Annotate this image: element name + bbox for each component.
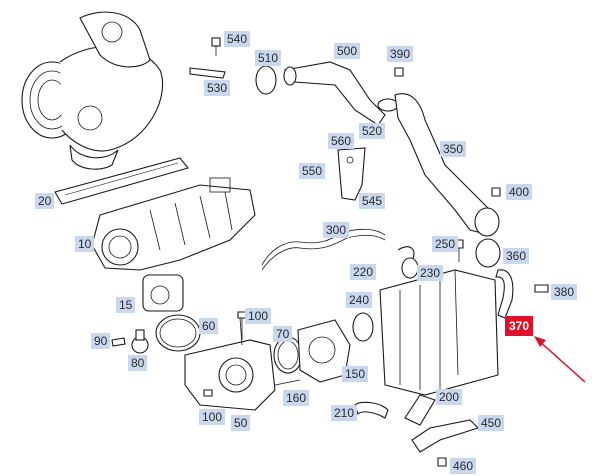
callout-50[interactable]: 50	[231, 415, 251, 431]
callout-545[interactable]: 545	[359, 193, 386, 209]
callout-450[interactable]: 450	[478, 415, 505, 431]
callout-230[interactable]: 230	[417, 265, 444, 281]
callout-250[interactable]: 250	[432, 236, 459, 252]
highlight-arrow	[534, 336, 586, 383]
bracket-545	[337, 147, 366, 201]
egr-valve-15	[142, 274, 184, 312]
callout-390[interactable]: 390	[387, 46, 414, 62]
bolt-400	[491, 187, 501, 197]
callout-100-top[interactable]: 100	[245, 308, 272, 324]
callout-210[interactable]: 210	[331, 405, 358, 421]
callout-530[interactable]: 530	[204, 80, 231, 96]
callout-200[interactable]: 200	[436, 389, 463, 405]
pipe-500	[283, 61, 386, 126]
gasket-70	[273, 336, 303, 374]
hose-300	[261, 228, 386, 271]
gasket-360	[475, 238, 501, 268]
gasket-520	[377, 98, 399, 112]
gasket-240	[352, 312, 374, 342]
callout-380[interactable]: 380	[551, 284, 578, 300]
callout-560[interactable]: 560	[328, 133, 355, 149]
callout-510[interactable]: 510	[255, 50, 282, 66]
bolt-100-bottom	[203, 389, 213, 397]
callout-520[interactable]: 520	[359, 123, 386, 139]
callout-500[interactable]: 500	[334, 43, 361, 59]
bracket-450	[411, 419, 480, 453]
callout-150[interactable]: 150	[342, 366, 369, 382]
pipe-370	[495, 269, 514, 319]
callout-400[interactable]: 400	[506, 184, 533, 200]
bolt-460	[437, 457, 447, 467]
callout-300[interactable]: 300	[323, 222, 350, 238]
bolt-540	[211, 37, 221, 56]
gasket-60	[155, 314, 201, 352]
sensor-80	[131, 329, 149, 354]
callout-15[interactable]: 15	[116, 297, 136, 313]
callout-460[interactable]: 460	[450, 458, 477, 474]
callout-60[interactable]: 60	[199, 318, 219, 334]
callout-160[interactable]: 160	[283, 390, 310, 406]
turbocharger	[21, 11, 164, 170]
pipe-350	[394, 93, 500, 237]
clamp-210	[354, 401, 389, 419]
bracket-530	[189, 67, 226, 79]
bolt-160	[274, 379, 301, 386]
callout-70[interactable]: 70	[273, 326, 293, 342]
callout-80[interactable]: 80	[128, 355, 148, 371]
callout-540[interactable]: 540	[224, 31, 251, 47]
callout-350[interactable]: 350	[440, 141, 467, 157]
clamp-230	[401, 257, 419, 279]
callout-240[interactable]: 240	[346, 292, 373, 308]
callout-370-highlighted[interactable]: 370	[505, 316, 534, 336]
callout-20[interactable]: 20	[35, 193, 55, 209]
clamp-220	[397, 246, 415, 261]
callout-10[interactable]: 10	[75, 236, 95, 252]
callout-550[interactable]: 550	[299, 163, 326, 179]
callout-220[interactable]: 220	[350, 264, 377, 280]
bolt-380	[534, 284, 549, 293]
bolt-90	[111, 337, 126, 347]
callout-360[interactable]: 360	[503, 248, 530, 264]
intake-manifold-10	[91, 177, 256, 271]
intercooler-200	[379, 269, 499, 426]
bolt-390	[394, 67, 404, 77]
gasket-510	[255, 65, 277, 95]
callout-100-bottom[interactable]: 100	[199, 409, 226, 425]
gasket-20	[54, 157, 189, 205]
callout-90[interactable]: 90	[91, 333, 111, 349]
